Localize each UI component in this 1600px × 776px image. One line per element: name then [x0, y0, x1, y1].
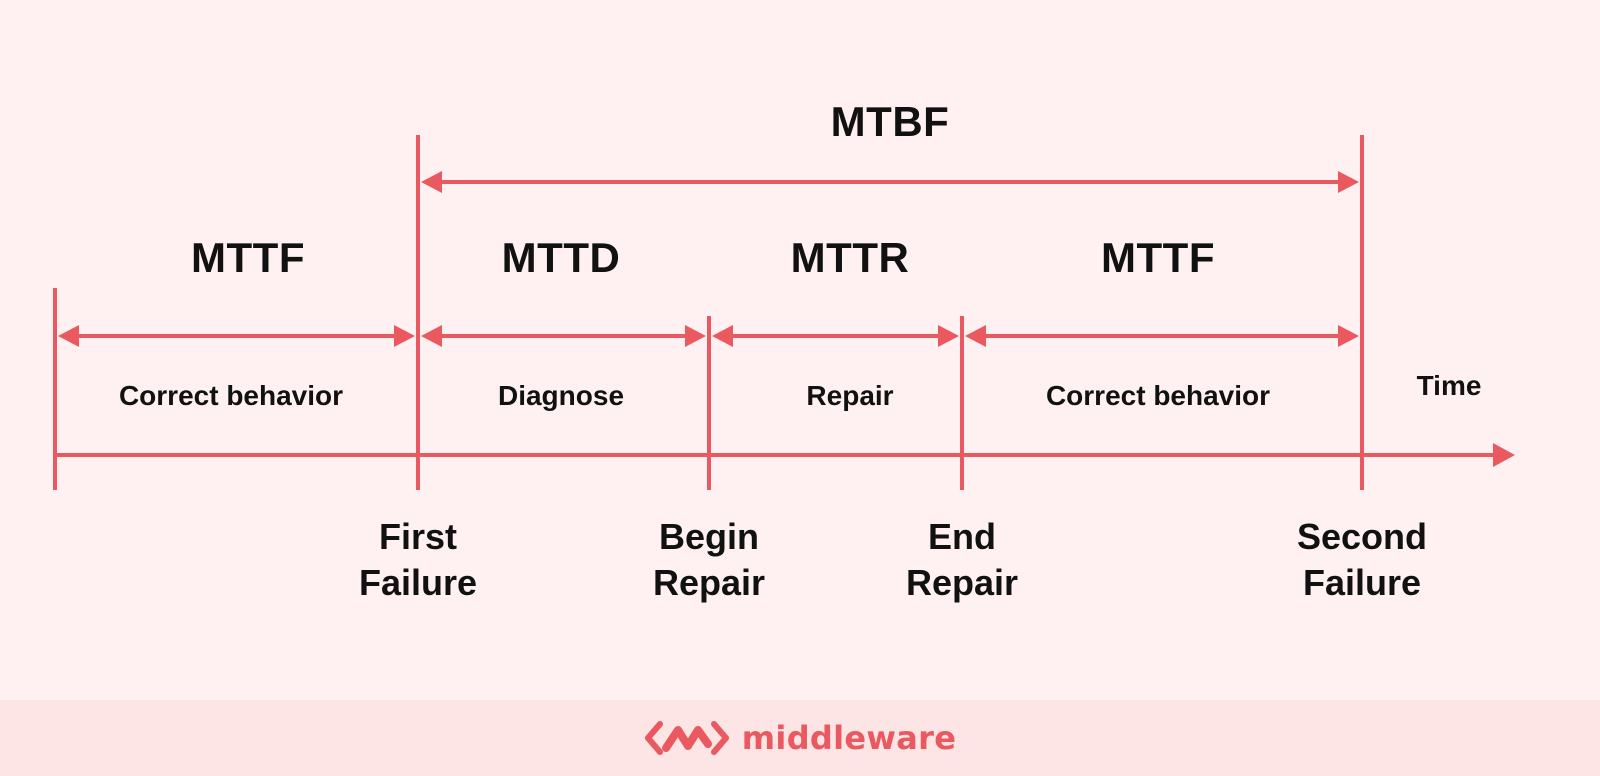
mttf-2-label: MTTF [1101, 234, 1215, 281]
event-second-failure-line1: Second [1296, 516, 1428, 557]
event-end-repair-line1: End [927, 516, 996, 557]
phase-repair: Repair [806, 380, 894, 411]
mttd-label: MTTD [501, 234, 621, 281]
event-end-repair: End Repair [906, 514, 1018, 606]
footer-bar: middleware [0, 700, 1600, 776]
mttr-arrow [712, 325, 959, 347]
phase-correct-behavior-2: Correct behavior [1045, 380, 1271, 411]
mtbf-label: MTBF [830, 98, 950, 145]
event-second-failure-line2: Failure [1302, 562, 1422, 603]
mttf-1-label: MTTF [191, 234, 305, 281]
time-axis-arrowhead [1493, 443, 1515, 467]
event-begin-repair: Begin Repair [653, 514, 765, 606]
mttf-1-arrow [58, 325, 415, 347]
event-end-repair-line2: Repair [905, 562, 1019, 603]
timeline-diagram: MTBF MTTF MTTD MTTR MTTF Correct behavio… [53, 98, 1515, 606]
mttf-2-arrow [965, 325, 1359, 347]
event-second-failure: Second Failure [1297, 514, 1427, 606]
timeline-lines [53, 135, 1515, 490]
brand: middleware [644, 718, 956, 758]
time-axis-label: Time [1416, 370, 1482, 401]
phase-diagnose: Diagnose [497, 380, 625, 411]
mttr-label: MTTR [790, 234, 910, 281]
event-first-failure-line1: First [378, 516, 458, 557]
event-first-failure: First Failure [359, 514, 477, 606]
event-begin-repair-line2: Repair [652, 562, 766, 603]
mttd-arrow [421, 325, 706, 347]
middleware-logo-icon [644, 721, 729, 755]
phase-correct-behavior-1: Correct behavior [118, 380, 344, 411]
brand-name: middleware [741, 719, 957, 757]
event-first-failure-line2: Failure [358, 562, 478, 603]
mtbf-arrow [421, 171, 1359, 193]
event-begin-repair-line1: Begin [658, 516, 760, 557]
